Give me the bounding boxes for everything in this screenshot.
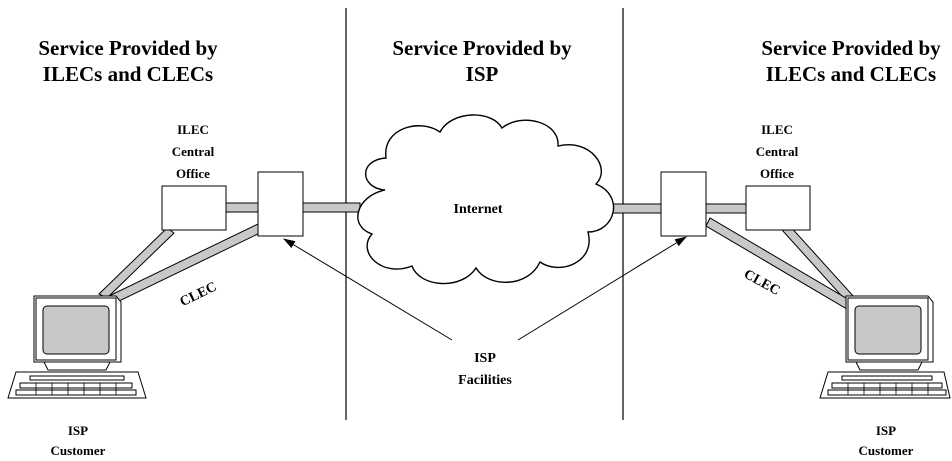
left-computer-icon: [33, 295, 122, 371]
right-central-office-box: [745, 185, 811, 231]
right-co-label-line-3: Office: [760, 166, 794, 181]
right-customer-label-line-1: ISP: [876, 423, 896, 438]
left-clec-label: CLEC: [178, 280, 220, 311]
right-isp-facility-box: [660, 171, 707, 237]
left-isp-to-cloud-link: [302, 202, 361, 213]
left-zone-heading-line-2: ILECs and CLECs: [43, 62, 213, 86]
cloud-icon: [357, 114, 615, 285]
left-central-office-box: [161, 185, 227, 231]
right-keyboard-icon: [819, 371, 951, 399]
left-zone-heading-line-1: Service Provided by: [38, 36, 218, 60]
right-computer-icon: [845, 295, 934, 371]
right-links: [609, 203, 857, 313]
right-cloud-to-isp-link: [609, 203, 662, 214]
right-isp-to-co-link: [705, 203, 747, 214]
left-customer-label-line-2: Customer: [51, 443, 106, 458]
facilities-label-line-1: ISP: [474, 351, 496, 366]
facilities-label-line-2: Facilities: [458, 373, 512, 388]
facilities-arrow-left: [283, 238, 453, 341]
left-co-label-line-1: ILEC: [177, 122, 209, 137]
cloud-label: Internet: [454, 202, 503, 217]
middle-zone-heading-line-1: Service Provided by: [392, 36, 572, 60]
left-co-label-line-2: Central: [172, 144, 215, 159]
right-clec-label: CLEC: [741, 267, 782, 299]
right-co-label-line-1: ILEC: [761, 122, 793, 137]
middle-zone-heading-line-2: ISP: [466, 62, 499, 86]
left-keyboard-icon: [7, 371, 147, 399]
right-zone-heading-line-1: Service Provided by: [761, 36, 941, 60]
right-zone-heading-line-2: ILECs and CLECs: [766, 62, 936, 86]
left-co-to-isp-link: [225, 202, 259, 213]
left-customer-label-line-1: ISP: [68, 423, 88, 438]
right-customer-label-line-2: Customer: [859, 443, 914, 458]
left-co-label-line-3: Office: [176, 166, 210, 181]
right-co-label-line-2: Central: [756, 144, 799, 159]
facilities-arrow-right: [517, 236, 687, 341]
left-isp-facility-box: [257, 171, 304, 237]
right-clec-link: [705, 217, 857, 313]
left-links: [98, 202, 361, 304]
